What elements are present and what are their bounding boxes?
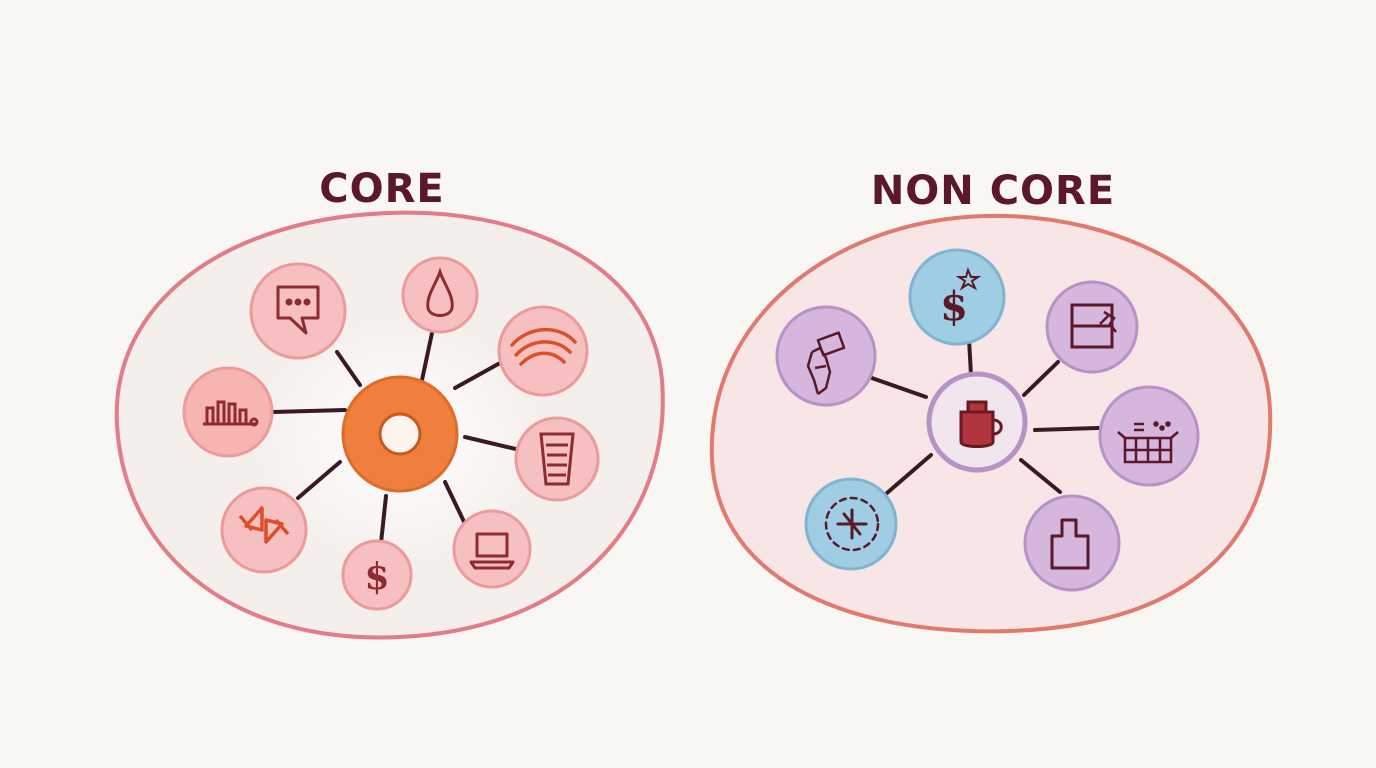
bar-chart-icon <box>203 400 259 427</box>
core-node-circle <box>341 539 413 611</box>
core-connector <box>453 361 502 390</box>
core-node-circle <box>497 305 589 397</box>
core-connector <box>296 460 342 500</box>
core-connector <box>443 480 469 530</box>
window-pin-icon <box>1070 303 1117 349</box>
thumbs-up-icon <box>1050 518 1090 570</box>
jug-icon <box>959 400 1003 448</box>
noncore-node <box>1045 280 1139 374</box>
noncore-node <box>775 305 877 407</box>
droplet-icon <box>426 267 454 317</box>
core-node-circle <box>220 486 308 574</box>
core-group: CORE <box>114 166 665 640</box>
core-connector <box>463 435 522 452</box>
core-connector <box>271 408 347 414</box>
dollar-icon: $ <box>364 556 389 598</box>
core-node <box>452 509 532 589</box>
core-node-circle <box>401 256 479 334</box>
core-hub <box>341 375 459 493</box>
laptop-icon <box>469 532 515 570</box>
wifi-arcs-icon <box>510 327 577 366</box>
core-node <box>182 366 274 458</box>
noncore-group: NON CORE <box>709 168 1273 634</box>
noncore-node <box>804 477 898 571</box>
dollar-star-icon: $ <box>940 267 982 330</box>
noncore-connector <box>1019 458 1062 494</box>
noncore-node: $ <box>908 248 1006 346</box>
noncore-connector <box>867 375 928 399</box>
noncore-node-circle <box>1023 494 1121 592</box>
hand-card-icon <box>806 331 846 395</box>
noncore-node <box>1023 494 1121 592</box>
dashed-plus-icon <box>824 496 880 552</box>
core-node-circle <box>249 262 347 360</box>
core-node-circle <box>514 416 600 502</box>
core-connectors <box>271 331 522 545</box>
svg-text:$: $ <box>940 283 968 330</box>
core-node <box>401 256 479 334</box>
core-node: $ <box>341 539 413 611</box>
core-connector <box>379 494 388 545</box>
grid-calendar-icon <box>1117 421 1179 464</box>
core-connector <box>335 350 362 387</box>
noncore-connector <box>1033 426 1100 432</box>
noncore-connector <box>967 337 973 377</box>
swap-arrows-icon <box>238 506 290 544</box>
noncore-hub <box>926 371 1028 473</box>
core-title: CORE <box>319 166 444 212</box>
core-node <box>220 486 308 574</box>
noncore-connector <box>1022 360 1060 397</box>
noncore-connector <box>885 453 933 495</box>
noncore-connectors <box>867 337 1100 495</box>
core-node <box>249 262 347 360</box>
document-lines-icon <box>539 432 575 486</box>
core-node-circle <box>452 509 532 589</box>
chat-bubble-icon <box>276 285 320 335</box>
noncore-node-circle <box>908 248 1006 346</box>
noncore-node <box>1098 385 1200 487</box>
core-node <box>514 416 600 502</box>
noncore-title: NON CORE <box>871 168 1115 214</box>
noncore-node-circle <box>1098 385 1200 487</box>
core-connector <box>420 331 434 382</box>
core-node <box>497 305 589 397</box>
ring-icon <box>378 412 422 456</box>
